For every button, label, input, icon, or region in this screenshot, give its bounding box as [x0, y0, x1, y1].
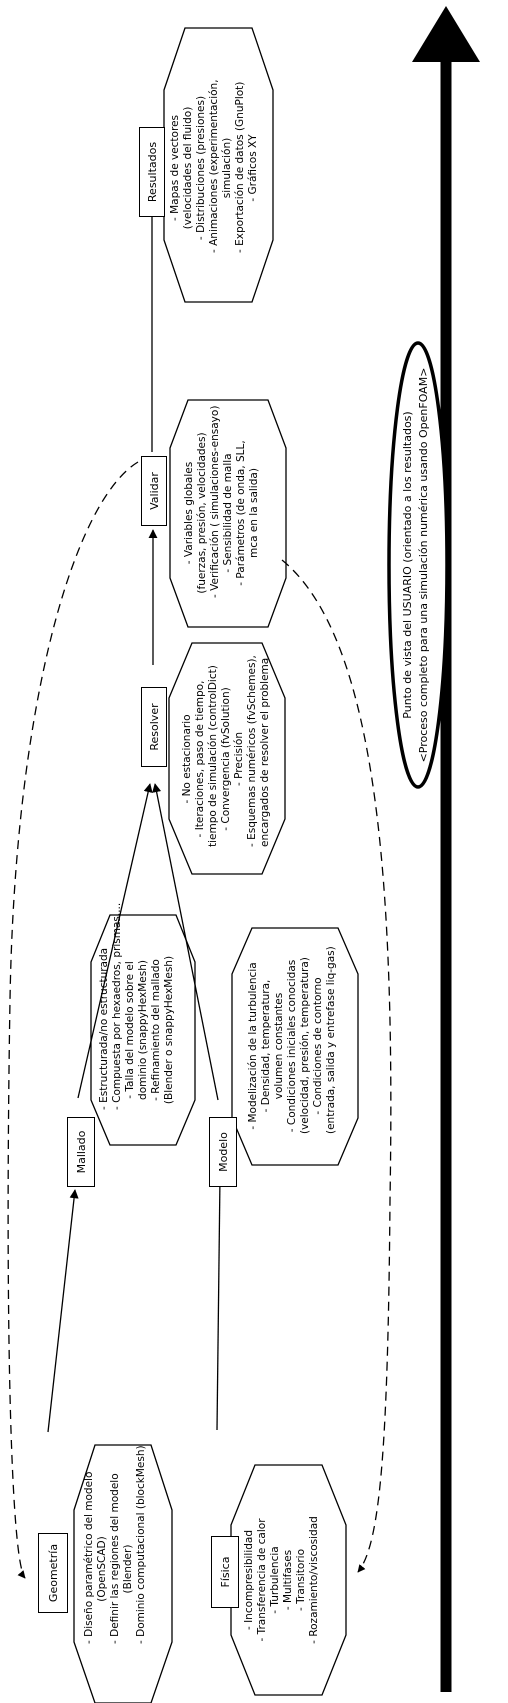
geometria-note-4: (Blender)	[122, 1544, 134, 1594]
arrow-modelo-resolver	[152, 783, 219, 1101]
resultados-note-3: - Distribuciones (presiones)	[195, 95, 207, 241]
resultados-note-1: - Mapas de vectores	[169, 115, 181, 221]
resultados-note-7: - Gráficos XY	[247, 134, 259, 202]
node-fisica: Física	[211, 1536, 239, 1608]
fisica-note-1: - Incompresibilidad	[243, 1529, 255, 1631]
modelo-note-5: (velocidad, presión, temperatura)	[299, 957, 311, 1134]
validar-notes-hexagon	[169, 399, 287, 628]
mallado-notes: - Estructurada/no estructurada - Compues…	[98, 902, 188, 1110]
resolver-note-5: - Precisión	[233, 732, 245, 786]
validar-note-6: mca en la salida)	[248, 468, 260, 558]
node-resultados: Resultados	[139, 127, 165, 217]
resultados-note-6: - Exportación de datos (GnuPlot)	[234, 81, 246, 253]
fisica-note-3: - Turbulencia	[269, 1546, 281, 1614]
validar-note-4: - Sensibilidad de malla	[222, 453, 234, 573]
resolver-note-1: - No estacionario	[181, 714, 193, 804]
resolver-note-6: - Esquemas numéricos (fvSchemes),	[246, 655, 258, 847]
arrow-geometria-mallado	[47, 1189, 79, 1433]
fisica-note-2: - Transferencia de calor	[256, 1518, 268, 1642]
resultados-note-2: (velocidades del fluido)	[182, 106, 194, 230]
timeline-arrowhead	[412, 6, 480, 62]
caption-ellipse	[387, 341, 449, 789]
geometria-note-5: - Dominio computacional (blockMesh)	[135, 1445, 147, 1644]
feedback-loop-validar-geometria	[7, 461, 139, 1579]
resultados-note-5: simulación)	[221, 137, 233, 199]
modelo-note-2: - Densidad, temperatura,	[260, 979, 272, 1113]
node-validar: Validar	[141, 456, 167, 526]
node-geometria: Geometría	[38, 1533, 68, 1613]
validar-note-5: - Parámetros (de onda, SLL,	[235, 440, 247, 586]
mallado-note-6: (Blender o snappyHexMesh)	[163, 955, 175, 1105]
node-mallado: Mallado	[67, 1117, 95, 1187]
resolver-note-7: encargados de resolver el problema	[259, 657, 271, 847]
mallado-note-1: - Estructurada/no estructurada	[98, 947, 110, 1110]
caption-line-1: Punto de vista del USUARIO (orientado a …	[401, 411, 414, 719]
modelo-note-1: - Modelización de la turbulencia	[247, 962, 259, 1130]
fisica-note-6: - Rozamiento/viscosidad	[308, 1516, 320, 1644]
fisica-note-5: - Transitorio	[295, 1549, 307, 1611]
modelo-note-7: (entrada, salida y entrefase liq-gas)	[325, 946, 337, 1134]
validar-note-3: - Verificación ( simulaciones-ensayo)	[209, 405, 221, 598]
modelo-note-6: - Condiciones de contorno	[312, 977, 324, 1115]
fisica-note-4: - Multifases	[282, 1549, 294, 1611]
geometria-notes: - Diseño paramétrico del modelo (OpenSCA…	[83, 1445, 163, 1644]
validar-note-1: - Variables globales	[183, 461, 195, 565]
mallado-note-2: - Compuesta por hexaedros, prismas,...	[111, 902, 123, 1110]
node-modelo: Modelo	[209, 1117, 237, 1187]
feedback-loop-validar-fisica	[281, 559, 392, 1573]
mallado-notes-hexagon	[90, 914, 196, 1146]
resolver-notes-hexagon	[168, 642, 286, 875]
modelo-note-4: - Condiciones iniciales conocidas	[286, 959, 298, 1133]
fisica-notes: - Incompresibilidad - Transferencia de c…	[243, 1505, 333, 1655]
modelo-note-3: volumen constantes	[273, 992, 285, 1100]
mallado-note-3: - Talla del modelo sobre el	[124, 961, 136, 1099]
geometria-notes-hexagon	[73, 1444, 173, 1703]
resolver-note-2: - Iteraciones, paso de tiempo,	[194, 680, 206, 838]
arrow-mallado-resolver	[77, 783, 153, 1099]
validar-notes: - Variables globales (fuerzas, presión, …	[183, 405, 273, 598]
resolver-note-4: - Convergencia (fvSolution)	[220, 687, 232, 831]
modelo-notes: - Modelización de la turbulencia - Densi…	[247, 946, 347, 1134]
node-resolver: Resolver	[141, 687, 167, 767]
caption-line-2: <Proceso completo para una simulación nu…	[417, 367, 430, 763]
geometria-note-2: (OpenSCAD)	[96, 1536, 108, 1602]
mallado-note-4: dominio (snappyHexMesh)	[137, 960, 149, 1100]
diagram-caption: Punto de vista del USUARIO (orientado a …	[400, 360, 436, 770]
resultados-note-4: - Animaciones (experimentación,	[208, 79, 220, 253]
resultados-notes: - Mapas de vectores (velocidades del flu…	[169, 79, 267, 253]
resolver-note-3: tiempo de simulación (controlDict)	[207, 665, 219, 847]
geometria-note-1: - Diseño paramétrico del modelo	[83, 1471, 95, 1644]
resolver-notes: - No estacionario - Iteraciones, paso de…	[181, 655, 273, 847]
geometria-note-3: - Definir las regiones del modelo	[109, 1473, 121, 1644]
arrow-fisica-modelo	[215, 1175, 225, 1431]
mallado-note-5: - Refinamiento del mallado	[150, 959, 162, 1101]
validar-note-2: (fuerzas, presión, velocidades)	[196, 432, 208, 594]
modelo-notes-hexagon	[231, 927, 359, 1166]
